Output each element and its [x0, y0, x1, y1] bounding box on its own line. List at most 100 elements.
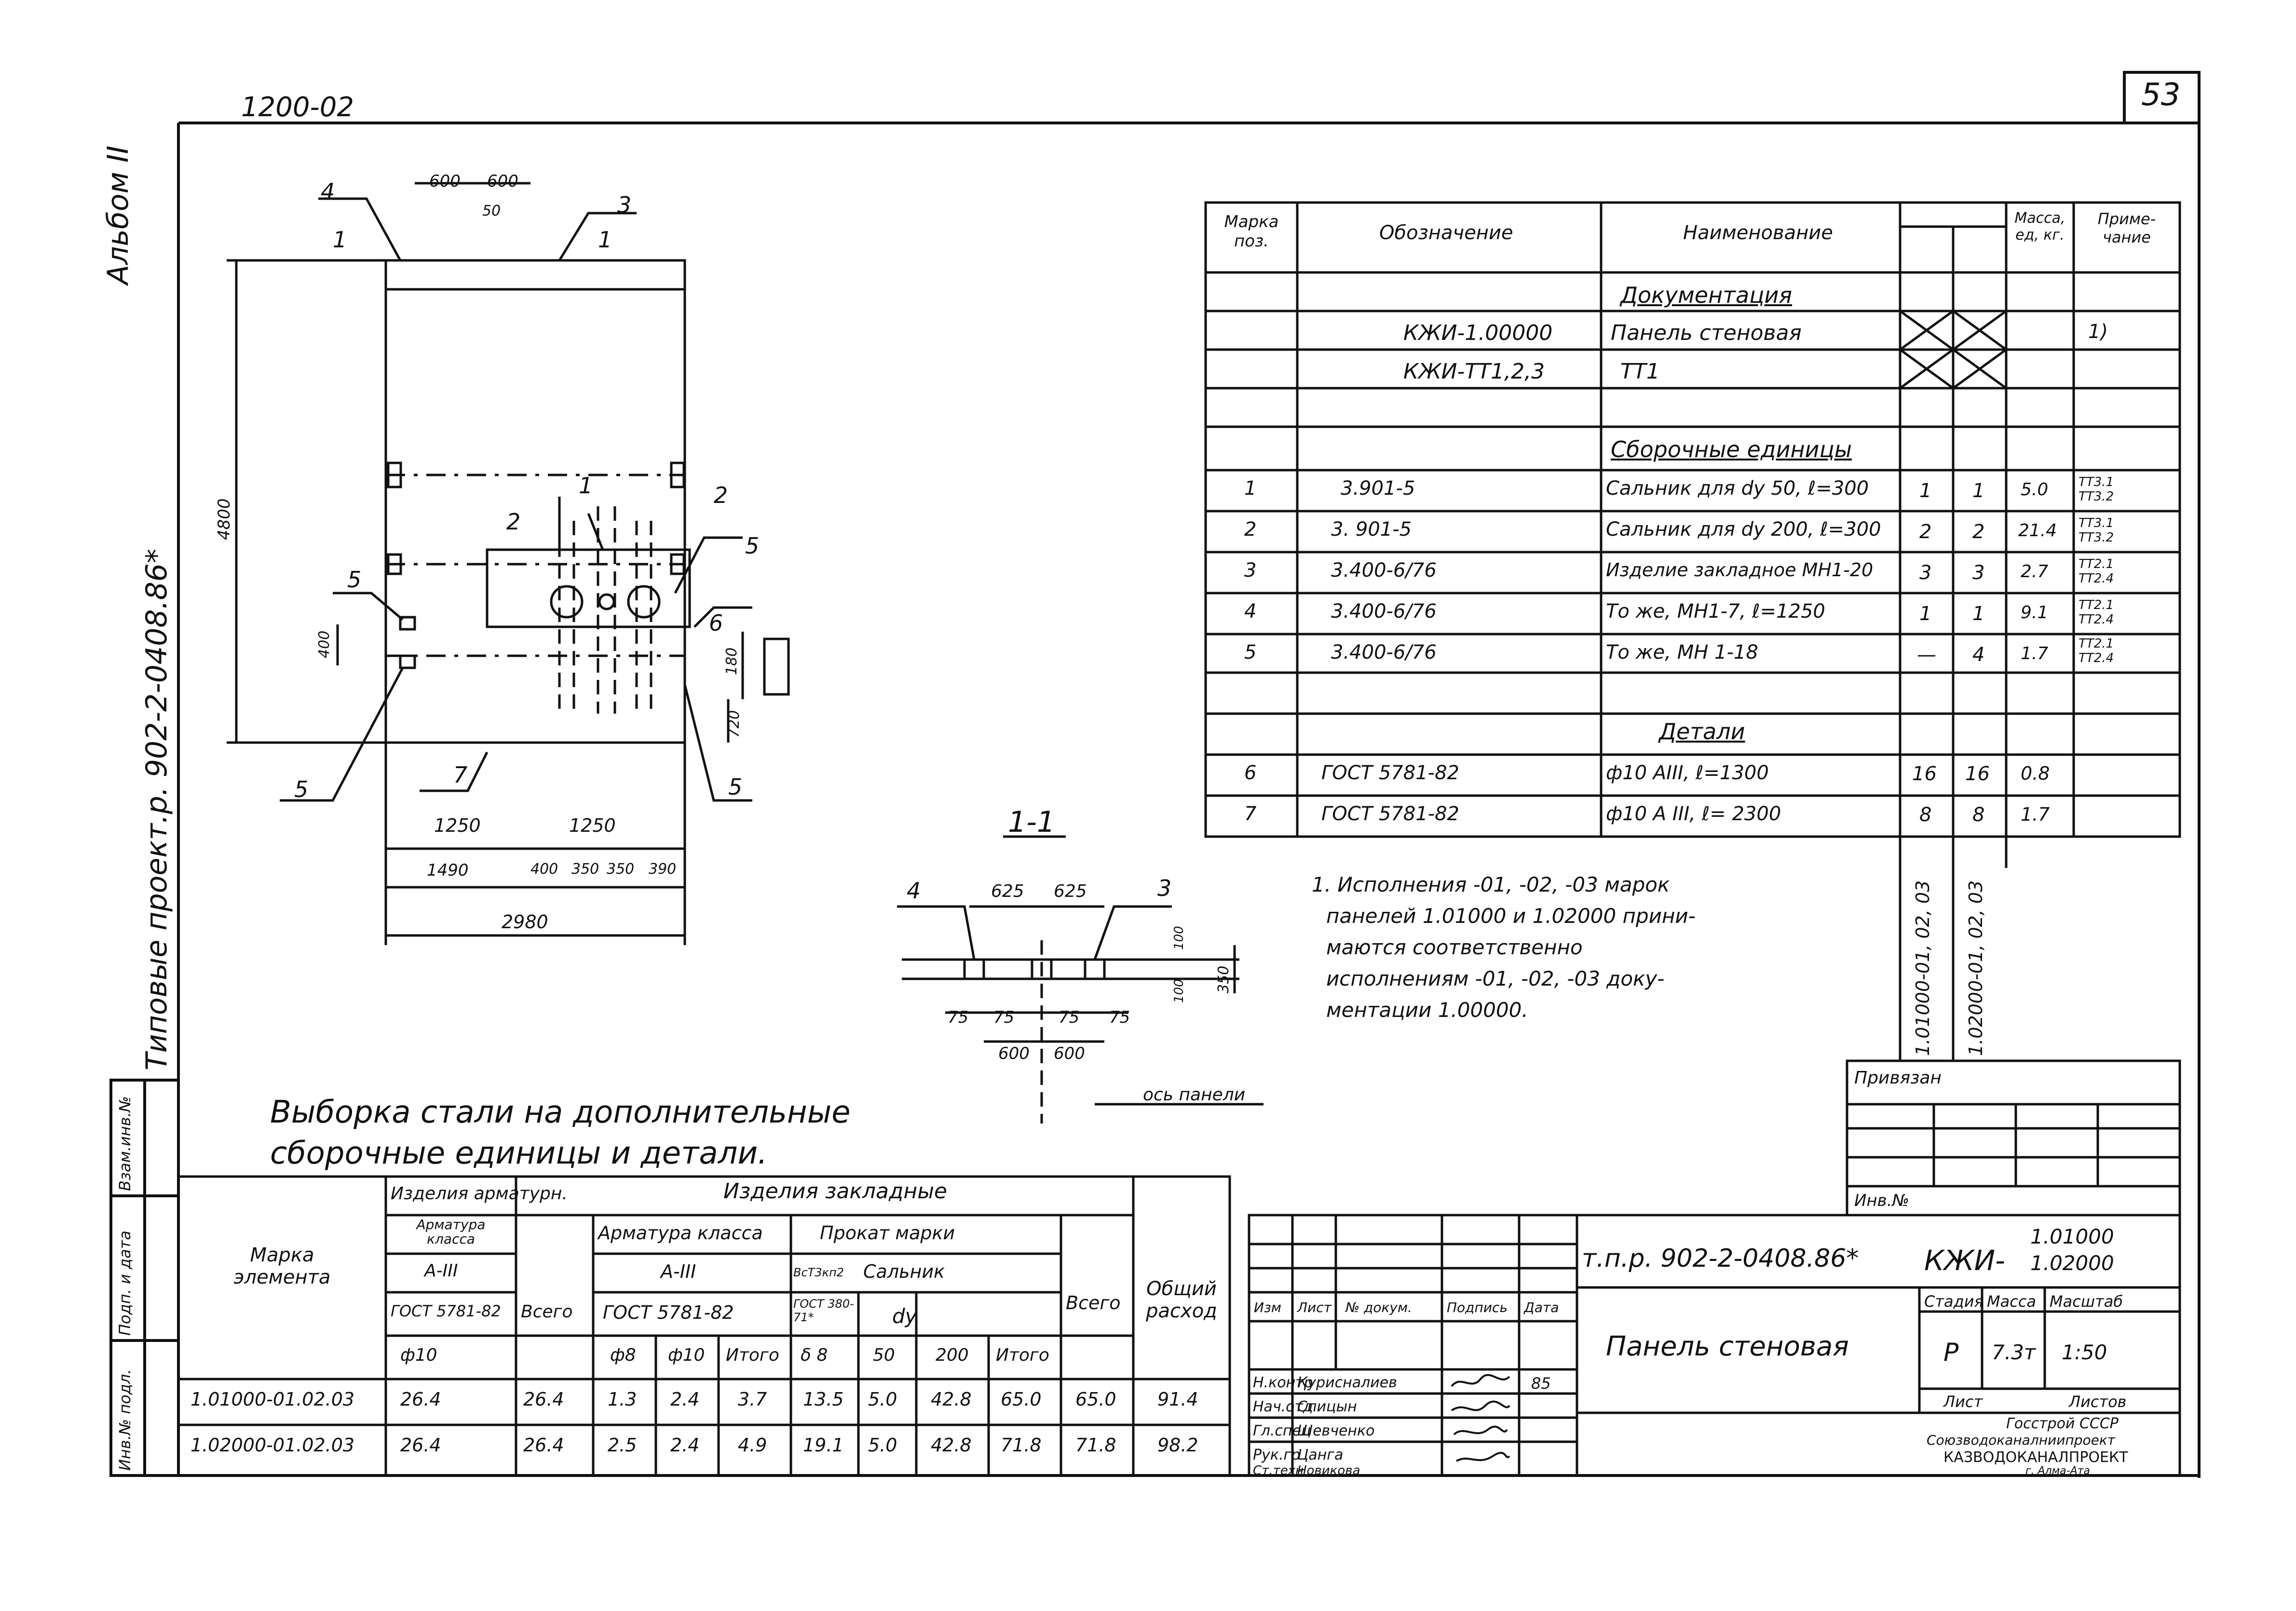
- steel-h-arm: Изделия арматурн.: [391, 1184, 568, 1204]
- spec-assy-1-q1: 1: [1919, 480, 1932, 502]
- section-dim-75d: 75: [1109, 1008, 1130, 1027]
- steel-title-2: сборочные единицы и детали.: [270, 1136, 768, 1171]
- steel-title-1: Выборка стали на дополнительные: [270, 1095, 851, 1130]
- steel-row-2-gen: 98.2: [1157, 1435, 1198, 1456]
- tb-doc-code: т.п.р. 902-2-0408.86*: [1582, 1244, 1859, 1273]
- steel-row-2-mark: 1.02000-01.02.03: [190, 1435, 355, 1456]
- dim-400: 400: [316, 630, 333, 658]
- steel-h-emb-a3: А-III: [661, 1261, 696, 1282]
- series-label: Типовые проект.р. 902-2-0408.86*: [140, 549, 174, 1070]
- tb-h-izm: Изм: [1254, 1300, 1281, 1315]
- steel-h-emb: Изделия закладные: [723, 1179, 947, 1204]
- mark-2-left: 2: [506, 509, 521, 535]
- spec-h-mark: Марка поз.: [1224, 212, 1279, 251]
- section-dim-600b: 600: [1054, 1044, 1085, 1063]
- gland-200-right: [627, 585, 661, 619]
- signatures: [1451, 1374, 1510, 1462]
- note-line-2: панелей 1.01000 и 1.02000 прини-: [1326, 904, 1696, 928]
- tb-name-3: Шевченко: [1297, 1422, 1375, 1439]
- tb-kzhi: КЖИ-: [1924, 1244, 2005, 1277]
- spec-assy-2-note: ТТ3.1 ТТ3.2: [2079, 516, 2114, 545]
- spec-assy-2-name: Сальник для dу 200, ℓ=300: [1606, 518, 1881, 541]
- mark-5-a: 5: [347, 567, 362, 593]
- spec-h-mass: Масса, ед, кг.: [2014, 210, 2065, 244]
- tb-h-podp: Подпись: [1447, 1300, 1508, 1315]
- spec-assy-1-note: ТТ3.1 ТТ3.2: [2079, 475, 2114, 504]
- section-mark-3: 3: [1157, 875, 1172, 901]
- tb-name-1: Курисналиев: [1297, 1374, 1397, 1391]
- note-line-1: 1. Исполнения -01, -02, -03 марок: [1312, 873, 1670, 896]
- steel-row-2-e8: 2.5: [608, 1435, 637, 1456]
- steel-row-2-tot: 71.8: [1075, 1435, 1116, 1456]
- panel-axis-label: ось панели: [1143, 1085, 1246, 1105]
- steel-h-phi10b: ф10: [668, 1345, 705, 1365]
- steel-row-1-mark: 1.01000-01.02.03: [190, 1389, 355, 1410]
- mark-7: 7: [453, 762, 468, 788]
- mark-2-right: 2: [714, 482, 728, 508]
- mark-5-c: 5: [294, 776, 309, 802]
- tb-h-stage: Стадия: [1924, 1292, 1984, 1311]
- note-line-3: маются соответственно: [1326, 935, 1583, 959]
- spec-assy-2-q1: 2: [1919, 521, 1932, 543]
- steel-row-1-d8: 13.5: [803, 1389, 844, 1410]
- tb-scale: 1:50: [2062, 1340, 2107, 1364]
- steel-h-d8: δ 8: [801, 1345, 828, 1365]
- spec-assy-5-pos: 5: [1244, 641, 1257, 663]
- spec-detail-6-q1: 16: [1912, 763, 1937, 785]
- dim-390: 390: [649, 861, 677, 878]
- spec-variant-col-1: 1.01000-01, 02, 03: [1912, 880, 1933, 1056]
- spec-assy-2-des: 3. 901-5: [1331, 518, 1412, 541]
- dim-180: 180: [723, 647, 740, 675]
- section-dim-350: 350: [1215, 965, 1232, 993]
- note-line-4: исполнениям -01, -02, -03 доку-: [1326, 967, 1665, 990]
- spec-assy-4-q2: 1: [1972, 603, 1985, 625]
- tb-date-val: 85: [1531, 1374, 1551, 1393]
- mark-5-b: 5: [745, 533, 760, 559]
- tb-h-data: Дата: [1524, 1300, 1559, 1315]
- dim-top-600b: 600: [487, 172, 518, 191]
- spec-assy-5-des: 3.400-6/76: [1331, 641, 1437, 663]
- steel-h-arm-class: Арматура класса: [416, 1217, 486, 1247]
- spec-assy-1-q2: 1: [1972, 480, 1985, 502]
- gland-block: [486, 548, 691, 628]
- spec-doc-2-name: ТТ1: [1620, 359, 1660, 384]
- spec-assy-3-note: ТТ2.1 ТТ2.4: [2079, 557, 2114, 586]
- spec-section-details: Детали: [1659, 718, 1745, 745]
- steel-h-a3: А-III: [424, 1261, 458, 1281]
- steel-row-1-s50: 5.0: [868, 1389, 897, 1410]
- spec-assy-1-mass: 5.0: [2021, 480, 2049, 500]
- mark-5-d: 5: [728, 774, 743, 800]
- page-number: 53: [2141, 77, 2181, 113]
- tb-name-2: Спицын: [1297, 1398, 1357, 1415]
- panel-outline: [384, 259, 686, 744]
- spec-detail-7-q1: 8: [1919, 804, 1932, 826]
- spec-detail-7-mass: 1.7: [2021, 804, 2050, 825]
- tb-stage: Р: [1943, 1338, 1959, 1367]
- side-stamp-replace: Взам.инв.№: [116, 1096, 134, 1191]
- tb-h-sheet: Лист: [1943, 1393, 1983, 1411]
- dim-top-600a: 600: [429, 172, 461, 191]
- spec-assy-5-mass: 1.7: [2021, 644, 2049, 663]
- steel-h-emb-arm: Арматура класса: [598, 1222, 763, 1244]
- steel-row-1-tot: 65.0: [1075, 1389, 1116, 1410]
- spec-detail-7-pos: 7: [1244, 803, 1257, 825]
- section-1-1: [897, 835, 1263, 1124]
- tb-h-sheets: Листов: [2069, 1393, 2127, 1411]
- steel-h-emb-gost: ГОСТ 5781-82: [603, 1302, 734, 1323]
- steel-table-grid: [177, 1175, 1231, 1477]
- steel-h-itogo: Итого: [726, 1345, 779, 1365]
- section-dim-100b: 100: [1172, 979, 1186, 1003]
- steel-row-2-a10: 26.4: [400, 1435, 441, 1456]
- tb-name-4: Цанга: [1297, 1447, 1344, 1463]
- dim-1250b: 1250: [569, 815, 616, 836]
- steel-h-salnik: Сальник: [863, 1261, 945, 1282]
- gland-200-left: [550, 585, 584, 619]
- tb-role-5: Ст.техн: [1253, 1463, 1304, 1478]
- spec-assy-5-q2: 4: [1972, 644, 1985, 666]
- steel-row-2-at: 26.4: [523, 1435, 564, 1456]
- panel-elevation: [227, 182, 790, 945]
- steel-h-total2: Всего: [1066, 1292, 1121, 1313]
- section-dim-75b: 75: [993, 1008, 1015, 1027]
- mark-4: 4: [321, 178, 335, 204]
